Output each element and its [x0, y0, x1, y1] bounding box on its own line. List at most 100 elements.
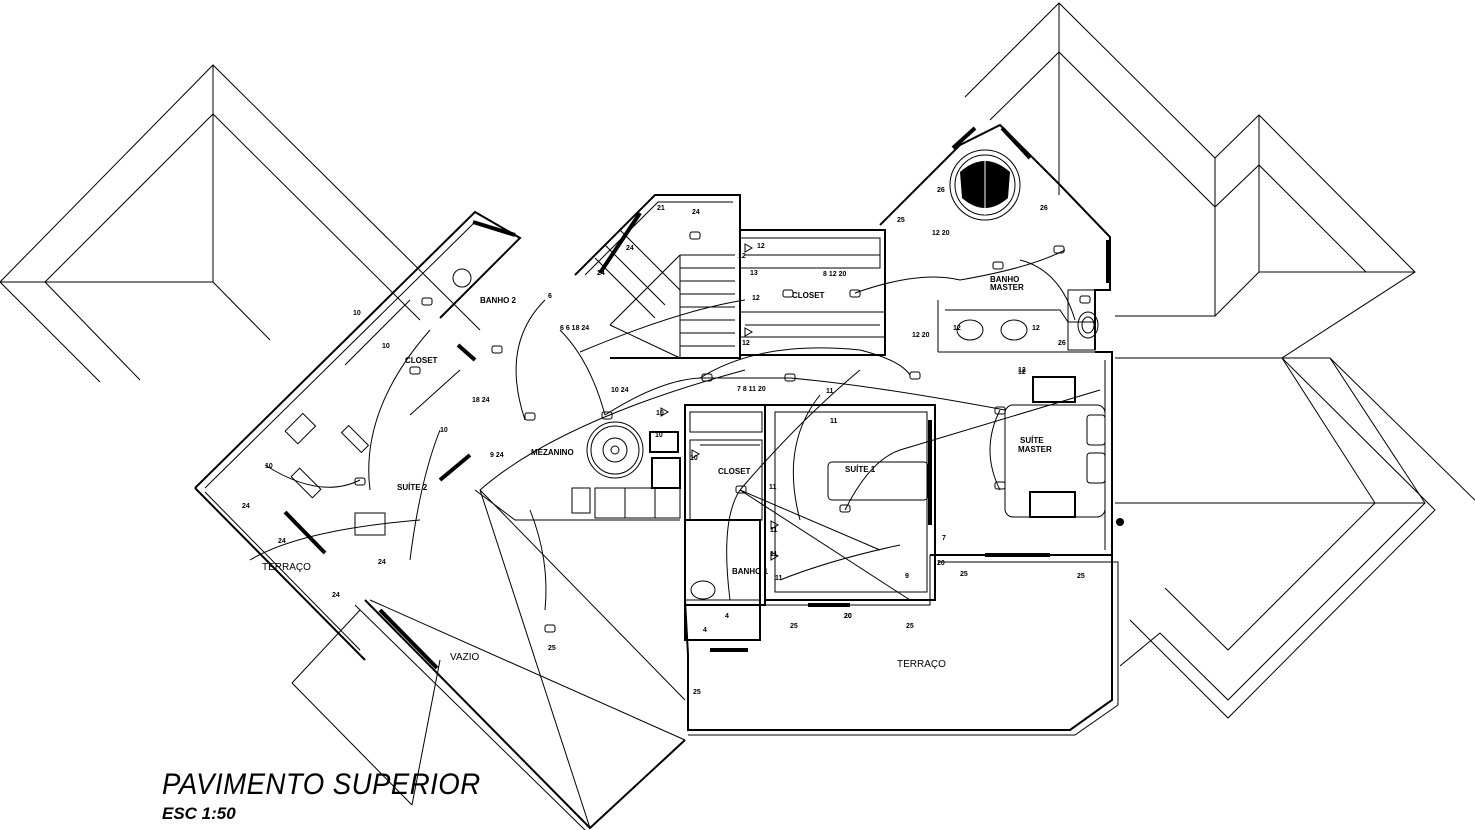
circuit-label: 4	[703, 627, 707, 634]
circuit-label: 10	[265, 463, 273, 470]
circuit-label: 10	[655, 432, 663, 439]
ceiling-light-icon	[1079, 295, 1091, 304]
circuit-label: 9 24	[490, 452, 504, 459]
room-label-vazio: VAZIO	[450, 652, 479, 663]
circuit-labels: 10 10 6 6 6 18 24 18 24 9 24 10 24 10 10…	[242, 187, 1085, 696]
circuit-label: 13	[750, 270, 758, 277]
circuit-label: 24	[692, 209, 700, 216]
ceiling-light-icon	[601, 411, 613, 420]
circuit-label: 26	[1040, 205, 1048, 212]
ceiling-light-icon	[735, 485, 747, 494]
circuit-label: 10	[656, 410, 664, 417]
circuit-label: 12	[1018, 367, 1026, 374]
ceiling-light-icon	[849, 289, 861, 298]
ceiling-light-icon	[524, 412, 536, 421]
switch-icon	[744, 243, 754, 253]
closet-hangers	[344, 254, 880, 446]
room-labels: BANHO 2 CLOSET SUÍTE 2 TERRAÇO MEZANINO …	[262, 275, 1052, 670]
circuit-label: 25	[1077, 573, 1085, 580]
room-label-banho-1: BANHO 1	[732, 567, 769, 576]
circuit-label: 12	[742, 340, 750, 347]
ceiling-light-icon	[354, 477, 366, 486]
room-label-closet-left: CLOSET	[405, 356, 438, 365]
circuit-label: 11	[770, 527, 778, 534]
circuit-label: 21	[657, 205, 665, 212]
room-label-banho-master-1: BANHO	[990, 275, 1019, 284]
circuit-label: 6	[548, 293, 552, 300]
switch-icon	[691, 449, 701, 459]
circuit-label: 12	[953, 325, 961, 332]
ceiling-light-icon	[782, 289, 794, 298]
circuit-label: 11	[775, 575, 783, 582]
roof-outline-left	[0, 64, 481, 383]
room-label-suite-master-1: SUÍTE	[1020, 436, 1044, 445]
circuit-label: 18 24	[472, 397, 490, 404]
room-label-banho-master-2: MASTER	[990, 283, 1024, 292]
circuit-label: 20	[844, 613, 852, 620]
circuit-label: 11	[770, 551, 778, 558]
ceiling-light-icon	[409, 366, 421, 375]
drawing-scale: ESC 1:50	[162, 804, 236, 823]
circuit-label: 24	[278, 538, 286, 545]
ceiling-light-icon	[839, 504, 851, 513]
circuit-label: 12 20	[932, 230, 950, 237]
ceiling-light-icon	[421, 297, 433, 306]
circuit-label: 20	[844, 613, 852, 620]
circuit-label: 20	[937, 560, 945, 567]
circuit-label: 25	[906, 623, 914, 630]
circuit-label: 11	[769, 484, 777, 491]
ceiling-light-icon	[701, 373, 713, 382]
circuit-label: 26	[1058, 340, 1066, 347]
ceiling-light-icon	[992, 261, 1004, 270]
circuit-label: 12	[738, 253, 746, 260]
light-fixtures	[354, 231, 1124, 633]
ceiling-light-icon	[784, 373, 796, 382]
switch-icon	[744, 327, 754, 337]
windows	[283, 126, 1110, 670]
circuit-label: 6 6 18 24	[560, 325, 589, 332]
circuit-label: 10	[382, 343, 390, 350]
circuit-label: 12	[1018, 369, 1026, 376]
circuit-label: 12	[752, 295, 760, 302]
ceiling-light-icon	[994, 406, 1006, 415]
circuit-label: 7	[942, 535, 946, 542]
circuit-label: 26	[937, 187, 945, 194]
room-label-terraco-right: TERRAÇO	[897, 659, 946, 670]
switch-icon	[660, 407, 670, 417]
circuit-label: 10 24	[611, 387, 629, 394]
circuit-label: 9	[905, 573, 909, 580]
room-label-mezanino: MEZANINO	[531, 448, 574, 457]
circuit-label: 4	[725, 613, 729, 620]
electrical-wiring	[249, 249, 1101, 611]
ceiling-light-icon	[909, 371, 921, 380]
circuit-label: 8 12 20	[823, 271, 846, 278]
circuit-label: 10	[690, 455, 698, 462]
switch-icon	[770, 520, 780, 530]
circuit-label: 25	[897, 217, 905, 224]
ceiling-light-icon	[1053, 245, 1065, 254]
circuit-label: 24	[332, 592, 340, 599]
ceiling-light-icon	[544, 624, 556, 633]
circuit-label: 12 20	[912, 332, 930, 339]
circuit-label: 12	[1032, 325, 1040, 332]
circuit-label: 24	[626, 245, 634, 252]
switch-icon	[770, 551, 780, 561]
ceiling-light-icon	[994, 481, 1006, 490]
circuit-label: 11	[830, 418, 838, 425]
room-label-suite-master-2: MASTER	[1018, 445, 1052, 454]
circuit-label: 25	[548, 645, 556, 652]
room-label-suite-1: SUÍTE 1	[845, 465, 876, 474]
drawing-title: PAVIMENTO SUPERIOR	[162, 768, 481, 801]
circuit-label: 12	[757, 243, 765, 250]
room-label-suite-2: SUÍTE 2	[397, 483, 428, 492]
circuit-label: 25	[960, 571, 968, 578]
circuit-label: 7 8 11 20	[737, 386, 766, 393]
outlet-icon	[1116, 518, 1124, 526]
circuit-label: 10	[440, 427, 448, 434]
room-label-banho-2: BANHO 2	[480, 296, 517, 305]
circuit-label: 25	[693, 689, 701, 696]
circuit-label: 24	[378, 559, 386, 566]
circuit-label: 24	[597, 270, 605, 277]
circuit-label: 10	[353, 310, 361, 317]
